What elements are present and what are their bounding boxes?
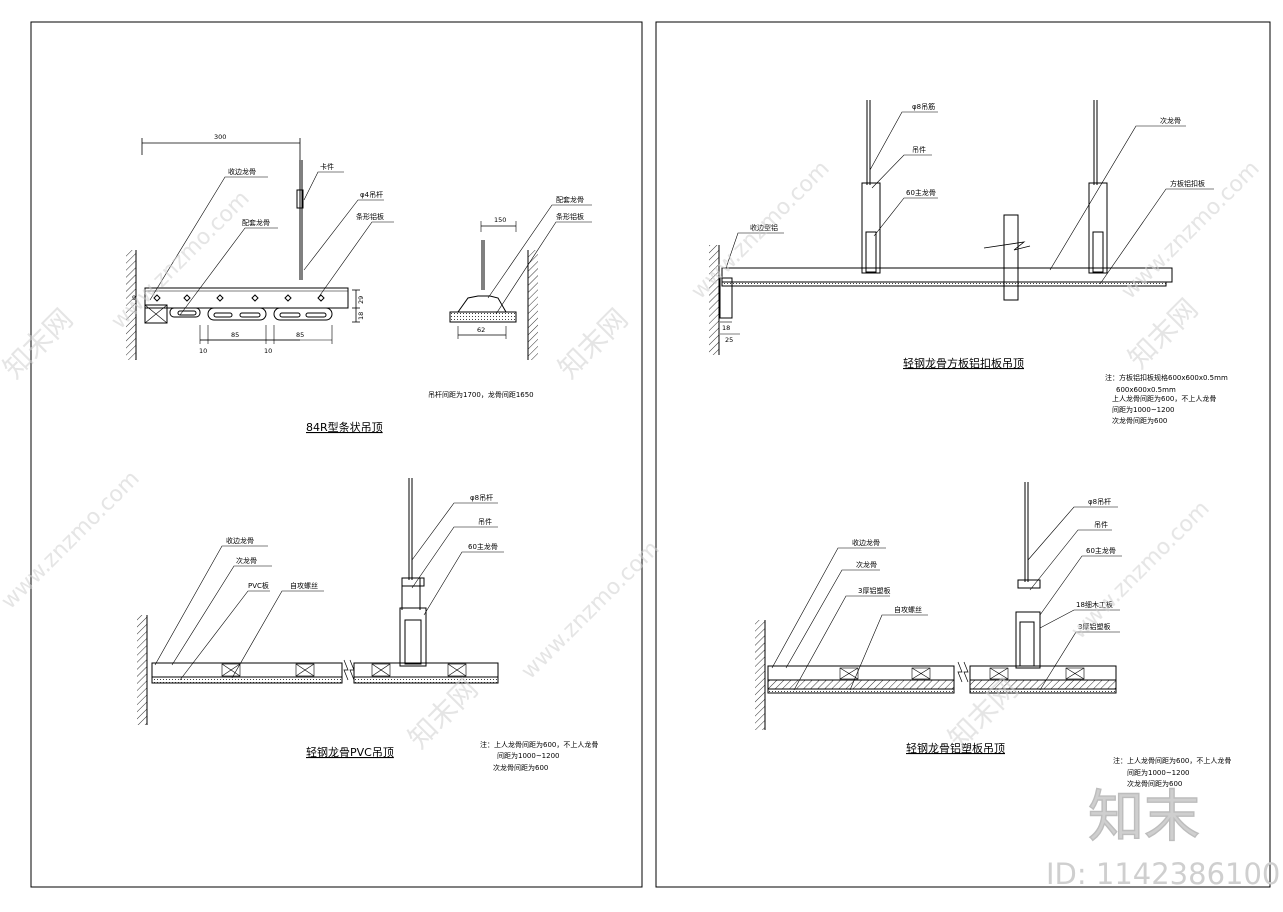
dim-sq-25: 25 xyxy=(725,336,733,344)
carrier-holes xyxy=(153,294,325,302)
dim-sq-18: 18 xyxy=(722,324,730,332)
label-sq-fangban: 方板铝扣板 xyxy=(1170,179,1205,188)
strip-panels xyxy=(169,307,333,321)
title-d2: 轻钢龙骨PVC吊顶 xyxy=(306,745,394,759)
wm-cn-4: 知末网 xyxy=(1122,292,1205,375)
left-panel-frame xyxy=(30,21,643,888)
note-d3-5: 次龙骨间距为600 xyxy=(1112,416,1167,425)
detail-aluminum-plastic-ceiling: 收边龙骨 次龙骨 3厚铝塑板 自攻螺丝 φ8吊杆 吊件 60主龙骨 18细木工板… xyxy=(755,482,1231,788)
brand-id: ID: 1142386100 xyxy=(1046,857,1280,891)
title-d4: 轻钢龙骨铝塑板吊顶 xyxy=(906,741,1005,755)
wall-hatch-ap xyxy=(755,620,765,730)
note-d4-1: 注：上人龙骨间距为600，不上人龙骨 xyxy=(1113,756,1231,765)
label-ap-diaojian: 吊件 xyxy=(1094,520,1108,529)
label-sq-diaojian: 吊件 xyxy=(912,145,926,154)
title-d1: 84R型条状吊顶 xyxy=(306,420,383,434)
note-d3-3: 上人龙骨间距为600，不上人龙骨 xyxy=(1112,394,1216,403)
detail-square-aluminum-ceiling: 18 25 φ8吊筋 吊件 60主龙骨 收边型铝 次龙骨 方板铝扣板 轻钢龙骨方… xyxy=(709,100,1228,425)
wm-cn-2: 知末网 xyxy=(402,672,485,755)
label-ap-shoubian: 收边龙骨 xyxy=(852,538,880,547)
wall-hatch-square xyxy=(709,245,719,355)
label-pvc-ci: 次龙骨 xyxy=(236,556,257,565)
note-d4-2: 间距为1000~1200 xyxy=(1127,768,1190,777)
dim-150: 150 xyxy=(494,216,506,224)
label-sq-ci: 次龙骨 xyxy=(1160,116,1181,125)
pvc-board xyxy=(151,676,343,684)
label-ap-ci: 次龙骨 xyxy=(856,560,877,569)
wm-site-2: www.znzmo.com xyxy=(0,466,145,614)
label-tiaoxing-side: 条形铝板 xyxy=(556,212,584,221)
label-pvc-zigong: 自攻螺丝 xyxy=(290,581,318,590)
label-ap-lvsu2: 3厚铝塑板 xyxy=(1078,622,1110,631)
detail-pvc-ceiling: 收边龙骨 次龙骨 PVC板 自攻螺丝 φ8吊杆 吊件 60主龙骨 轻钢龙骨PVC… xyxy=(137,478,598,772)
label-ap-lvsu: 3厚铝塑板 xyxy=(858,586,890,595)
label-pvc-diaogan: φ8吊杆 xyxy=(470,493,493,502)
dim-18: 18 xyxy=(357,312,365,320)
wall-hatch-side xyxy=(528,250,538,360)
brand-logo: 知末 xyxy=(1088,785,1200,850)
label-peitao-side: 配套龙骨 xyxy=(556,195,584,204)
title-d3: 轻钢龙骨方板铝扣板吊顶 xyxy=(903,356,1024,370)
wm-cn-3: 知末网 xyxy=(552,302,635,385)
label-sq-zhu: 60主龙骨 xyxy=(906,188,936,197)
wall-hatch-pvc xyxy=(137,615,147,725)
brand-watermark: 知末 ID: 1142386100 xyxy=(1046,784,1280,891)
pvc-joist xyxy=(151,662,343,678)
dim-10-b: 10 xyxy=(264,347,272,355)
right-panel-frame xyxy=(655,21,1271,888)
dim-300: 300 xyxy=(214,133,226,141)
dim-85-a: 85 xyxy=(231,331,239,339)
note-d2-1: 注：上人龙骨间距为600，不上人龙骨 xyxy=(480,740,598,749)
note-d3-1: 注：方板铝扣板规格600x600x0.5mm xyxy=(1105,373,1228,382)
wm-site-5: www.znzmo.com xyxy=(1117,156,1265,304)
note-d3-2: 600x600x0.5mm xyxy=(1116,386,1176,394)
label-sq-shoubian: 收边型铝 xyxy=(750,223,778,232)
label-shoubian: 收边龙骨 xyxy=(228,167,256,176)
label-peitao: 配套龙骨 xyxy=(242,218,270,227)
square-runner xyxy=(721,267,1173,283)
square-panel xyxy=(721,281,1167,287)
label-ap-xmg: 18细木工板 xyxy=(1076,600,1113,609)
detail-84r-strip-ceiling: 300 xyxy=(126,133,592,434)
wall-hatch xyxy=(126,250,136,360)
label-pvc-zhu: 60主龙骨 xyxy=(468,542,498,551)
dim-62: 62 xyxy=(477,326,485,334)
watermark-layer: www.znzmo.com 知末网 www.znzmo.com www.znzm… xyxy=(0,156,1265,755)
label-ap-zigong: 自攻螺丝 xyxy=(894,605,922,614)
label-pvc-shoubian: 收边龙骨 xyxy=(226,536,254,545)
dim-10-a: 10 xyxy=(199,347,207,355)
label-tiaoxing: 条形铝板 xyxy=(356,212,384,221)
label-ap-zhu: 60主龙骨 xyxy=(1086,546,1116,555)
label-pvc-board: PVC板 xyxy=(248,581,269,590)
dim-85-b: 85 xyxy=(296,331,304,339)
ap-plywood xyxy=(767,679,955,690)
note-d3-4: 间距为1000~1200 xyxy=(1112,405,1175,414)
note-d2-3: 次龙骨间距为600 xyxy=(493,763,548,772)
label-pvc-diaojian: 吊件 xyxy=(478,517,492,526)
dim-29: 29 xyxy=(357,296,365,304)
note-d1: 吊杆间距为1700，龙骨间距1650 xyxy=(428,390,534,399)
label-kajian: 卡件 xyxy=(320,162,334,171)
label-ap-diaogan: φ8吊杆 xyxy=(1088,497,1111,506)
ap-board xyxy=(767,688,955,694)
note-d2-2: 间距为1000~1200 xyxy=(497,751,560,760)
dim-9: 9 xyxy=(132,294,136,302)
note-d4-3: 次龙骨间距为600 xyxy=(1127,779,1182,788)
label-sq-diaojin: φ8吊筋 xyxy=(912,102,935,111)
wm-cn-1: 知末网 xyxy=(0,302,79,385)
label-diaogan: φ4吊杆 xyxy=(360,190,383,199)
wm-site-6: www.znzmo.com xyxy=(1067,496,1215,644)
